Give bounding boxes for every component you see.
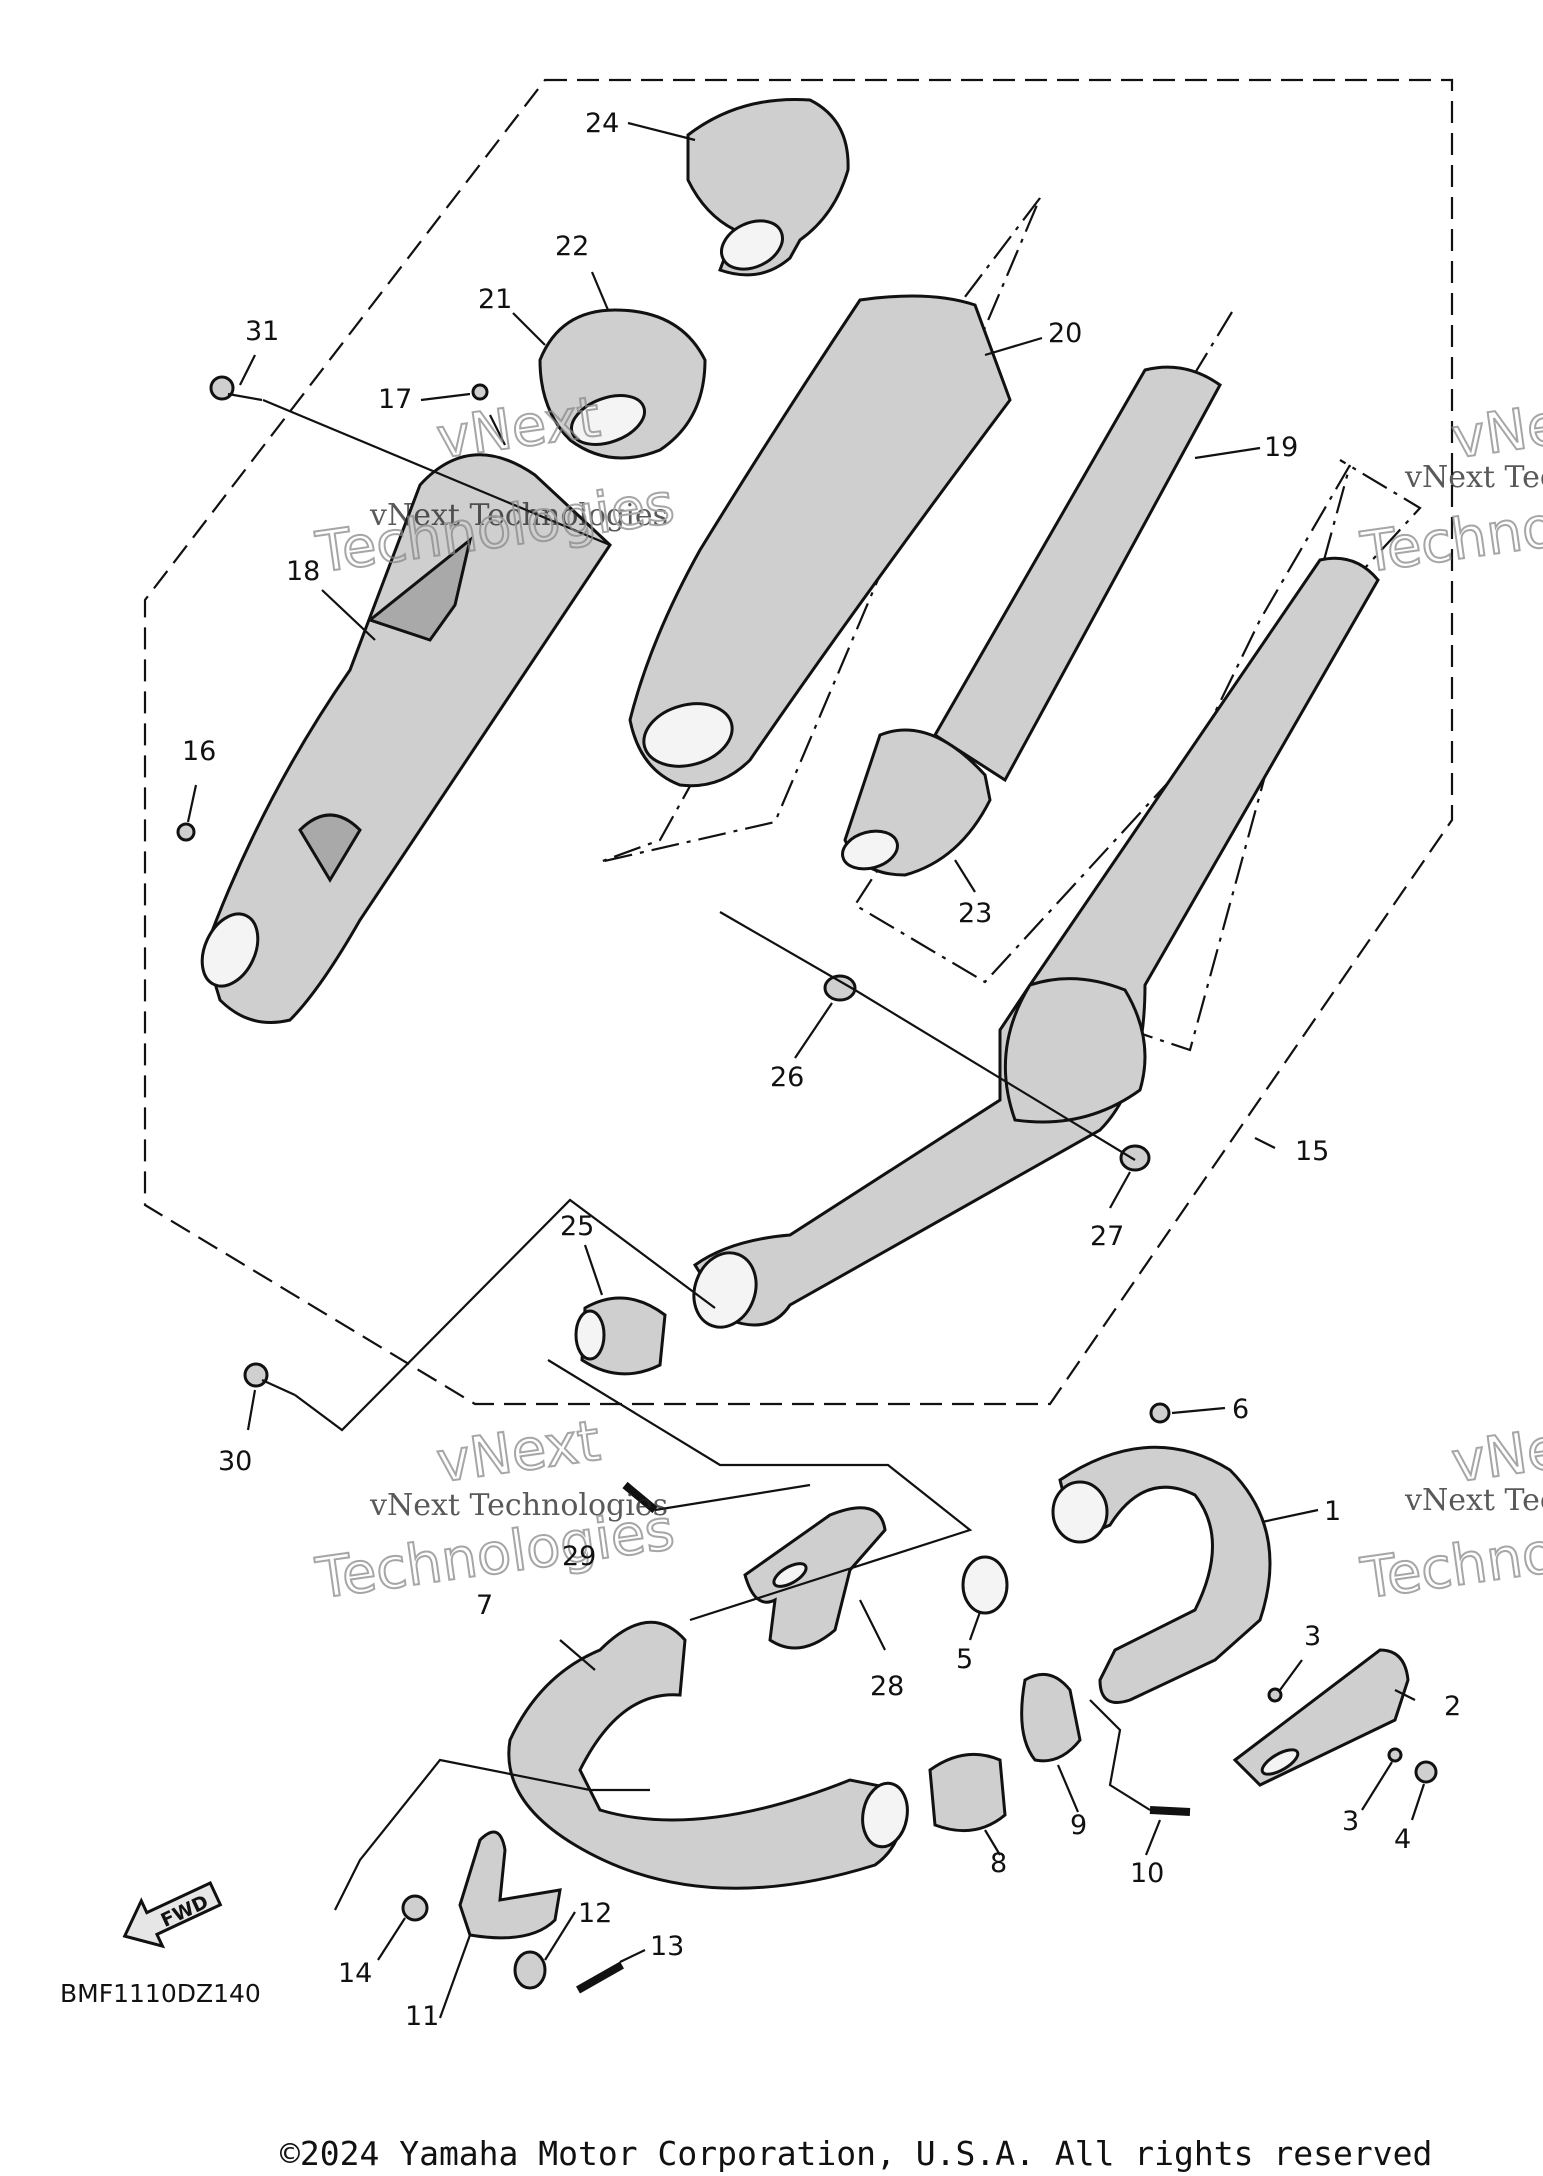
callout-28: 28 — [870, 1671, 904, 1702]
part-18-silencer-body[interactable] — [191, 453, 612, 1024]
callout-18: 18 — [286, 556, 320, 587]
callout-11: 11 — [405, 2001, 439, 2032]
part-16-rivet[interactable] — [176, 822, 196, 842]
watermark: vNext Technologies vNext Technologies vN… — [311, 384, 1543, 1613]
part-8-joint-sleeve[interactable] — [928, 1752, 1007, 1833]
callout-9: 9 — [1070, 1810, 1087, 1841]
part-30-bolt[interactable] — [243, 1362, 296, 1397]
callout-8: 8 — [990, 1848, 1007, 1879]
callout-15: 15 — [1295, 1136, 1329, 1167]
callout-4: 4 — [1394, 1824, 1411, 1855]
svg-text:vNext: vNext — [1448, 1409, 1543, 1496]
callout-31: 31 — [245, 316, 279, 347]
part-10-bolt[interactable] — [1149, 1806, 1191, 1816]
callout-17: 17 — [378, 384, 412, 415]
svg-text:vNext: vNext — [433, 1409, 604, 1496]
callout-14: 14 — [338, 1958, 372, 1989]
part-1-exhaust-pipe-front[interactable] — [1051, 1445, 1272, 1704]
part-26-collar[interactable] — [823, 974, 857, 1002]
part-11-bracket[interactable] — [458, 1830, 562, 1940]
callout-25: 25 — [560, 1211, 594, 1242]
callout-22: 22 — [555, 231, 589, 262]
callout-30: 30 — [218, 1446, 252, 1477]
callout-3-upper: 3 — [1304, 1621, 1321, 1652]
part-17-rivet[interactable] — [471, 383, 489, 401]
callout-20: 20 — [1048, 318, 1082, 349]
callout-3-lower: 3 — [1342, 1806, 1359, 1837]
callout-29: 29 — [562, 1541, 596, 1572]
callout-24: 24 — [585, 108, 619, 139]
callout-23: 23 — [958, 898, 992, 929]
diagram-code: BMF1110DZ140 — [60, 1979, 261, 2008]
callout-27: 27 — [1090, 1221, 1124, 1252]
muffler-assembly-boundary — [143, 78, 1454, 1406]
callout-26: 26 — [770, 1062, 804, 1093]
svg-text:vNext Technologies: vNext Technologies — [369, 1488, 668, 1523]
callout-13: 13 — [650, 1931, 684, 1962]
heat-protector-boundary — [599, 197, 1042, 864]
callout-12: 12 — [578, 1898, 612, 1929]
callout-10: 10 — [1130, 1858, 1164, 1889]
part-25-gasket[interactable] — [574, 1296, 667, 1376]
callout-5: 5 — [956, 1644, 973, 1675]
leader-lines — [186, 121, 1426, 2019]
part-3-washer-lower[interactable] — [1387, 1747, 1403, 1763]
svg-text:vNext Technologies: vNext Technologies — [1404, 460, 1543, 495]
svg-text:vNext: vNext — [1448, 385, 1543, 472]
part-22-inner-cap[interactable] — [538, 308, 707, 460]
callout-7: 7 — [476, 1590, 493, 1621]
part-20-heat-protector[interactable] — [628, 294, 1012, 788]
callout-6: 6 — [1232, 1394, 1249, 1425]
part-29-bolt[interactable] — [622, 1481, 658, 1514]
part-15-exhaust-pipe[interactable] — [684, 556, 1380, 1336]
connector-boundary — [853, 311, 1422, 984]
copyright-notice: ©2024 Yamaha Motor Corporation, U.S.A. A… — [280, 2134, 1433, 2173]
part-24-end-cap[interactable] — [686, 97, 850, 278]
part-31-bolt[interactable] — [209, 375, 263, 402]
svg-text:vNext Technologies: vNext Technologies — [369, 498, 668, 533]
callout-2: 2 — [1444, 1691, 1461, 1722]
part-9-clamp[interactable] — [1020, 1672, 1082, 1763]
part-6-nut[interactable] — [1149, 1402, 1171, 1424]
callout-19: 19 — [1264, 432, 1298, 463]
part-19-connector-pipe[interactable] — [838, 365, 1222, 877]
callout-16: 16 — [182, 736, 216, 767]
part-7-exhaust-pipe-rear[interactable] — [507, 1620, 912, 1890]
part-2-bracket[interactable] — [1232, 1648, 1410, 1787]
part-5-gasket-ring[interactable] — [961, 1555, 1009, 1615]
callout-21: 21 — [478, 284, 512, 315]
part-28-muffler-clamp[interactable] — [743, 1506, 887, 1650]
callout-1: 1 — [1324, 1496, 1341, 1527]
part-27-nut[interactable] — [1119, 1144, 1151, 1172]
part-14-bolt[interactable] — [401, 1894, 429, 1922]
svg-text:vNext Technologies: vNext Technologies — [1404, 1483, 1543, 1518]
part-3-washer-upper[interactable] — [1267, 1687, 1283, 1703]
part-4-bolt[interactable] — [1414, 1760, 1438, 1784]
svg-text:vNext: vNext — [433, 385, 604, 472]
part-13-bolt[interactable] — [576, 1961, 624, 1994]
callout-numbers: 1 2 3 3 4 5 6 7 8 9 10 11 12 13 14 15 16… — [182, 108, 1461, 2032]
fwd-arrow-icon: FWD — [122, 1881, 223, 1949]
part-12-collar[interactable] — [513, 1950, 547, 1990]
